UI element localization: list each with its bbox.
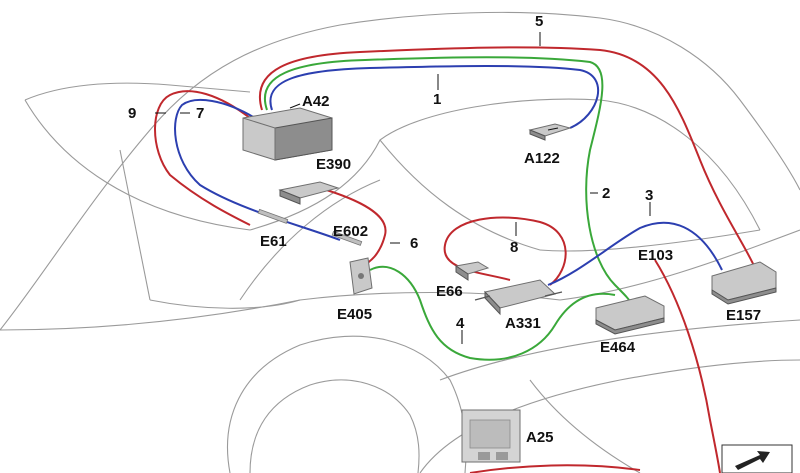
cable-5-red [259,46,756,269]
label-e103: E103 [638,247,673,264]
cable-1-blue [269,65,599,129]
component-a25 [461,409,521,463]
component-e66 [454,261,490,281]
label-5: 5 [535,13,543,30]
component-a122 [528,123,572,141]
label-e390: E390 [316,156,351,173]
label-a331: A331 [505,315,541,332]
labels: 5 1 9 7 A42 A122 E390 2 3 E602 E61 6 8 E… [128,13,761,446]
cable-4-green [369,265,616,361]
label-1: 1 [433,91,441,108]
component-e61 [257,208,289,224]
component-e464 [595,295,665,335]
label-a122: A122 [524,150,560,167]
cable-2-green [264,56,633,306]
label-e405: E405 [337,306,372,323]
component-e405 [349,257,373,295]
label-e602: E602 [333,223,368,240]
label-9: 9 [128,105,136,122]
label-2: 2 [602,185,610,202]
component-e390 [278,181,340,205]
cable-9-red [154,90,251,226]
cable-a25-red [469,464,641,473]
arrow-icon [721,444,793,473]
label-e157: E157 [726,307,761,324]
cable-6-red [319,187,387,269]
label-3: 3 [645,187,653,204]
label-a25: A25 [526,429,554,446]
label-e66: E66 [436,283,463,300]
label-7: 7 [196,105,204,122]
label-e464: E464 [600,339,636,356]
label-8: 8 [510,239,518,256]
label-6: 6 [410,235,418,252]
component-a331 [474,279,563,316]
component-e602 [331,230,363,246]
leader-lines [155,32,651,344]
label-4: 4 [456,315,465,332]
cable-3-blue [547,221,723,286]
component-a42 [242,107,333,161]
label-e61: E61 [260,233,287,250]
label-a42: A42 [302,93,330,110]
component-e157 [711,261,777,305]
cable-e103-red [654,259,721,473]
